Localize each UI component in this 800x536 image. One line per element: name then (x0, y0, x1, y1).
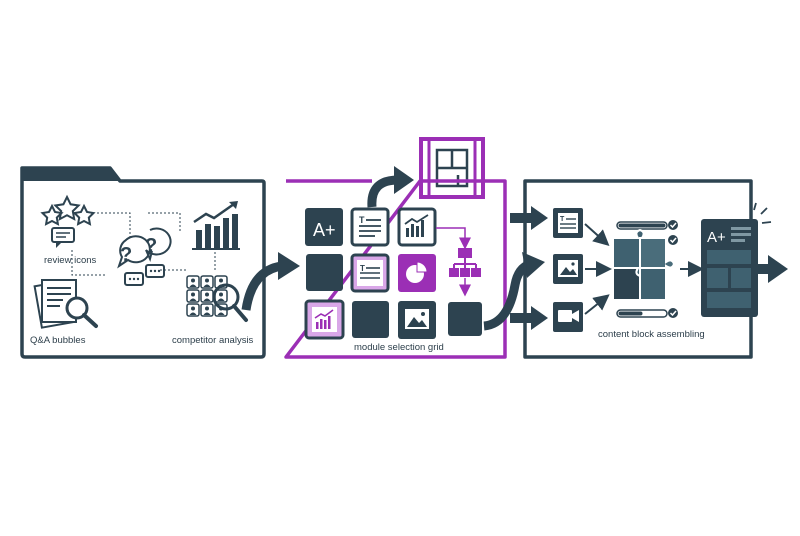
text-module-tile-selected[interactable]: T (350, 253, 390, 293)
document-icon: T (558, 213, 578, 233)
avatar-head (219, 278, 223, 283)
bar-chart-icon (192, 201, 240, 250)
arrow-icon (367, 166, 414, 208)
text-module-tile[interactable]: T (350, 207, 390, 247)
magnifier-icon (212, 283, 248, 322)
svg-text:?: ? (120, 244, 132, 266)
arrow-icon (756, 255, 788, 283)
question-bubble-icon: ? (117, 235, 151, 269)
research-folder-panel: review icons ? ? (20, 166, 266, 359)
speech-bubble-icon (145, 264, 165, 278)
avatar-head (191, 306, 195, 311)
progress-bar-icon (616, 221, 668, 230)
aplus-tile[interactable]: A+ (305, 208, 343, 246)
image-block (553, 254, 583, 284)
check-icon (668, 235, 678, 245)
flowchart-icon (436, 227, 481, 297)
magnifier-icon (65, 296, 98, 328)
people-grid-icon (186, 275, 228, 317)
module-selection-panel: A+ T T (284, 137, 545, 359)
progress-bar-icon (616, 309, 668, 318)
blueprint-icon (419, 137, 485, 199)
image-module-tile[interactable] (398, 301, 436, 339)
check-icon (668, 308, 678, 318)
video-icon (558, 310, 579, 322)
aplus-text: A+ (313, 220, 336, 240)
avatar-head (205, 306, 209, 311)
arrow-icon (241, 252, 300, 311)
star-icon (72, 203, 96, 226)
svg-text:T: T (560, 216, 565, 223)
avatar-body (189, 298, 197, 301)
svg-text:T: T (360, 264, 365, 273)
avatar-body (203, 284, 211, 287)
puzzle-icon (612, 228, 676, 301)
review-icons-label: review icons (44, 255, 97, 266)
document-icon: T (359, 215, 381, 237)
pie-chart-icon (406, 261, 428, 283)
chart-module-tile[interactable] (397, 207, 437, 247)
arrow-icon (510, 206, 548, 230)
speech-bubble-icon (51, 227, 75, 248)
avatar-head (191, 292, 195, 297)
speech-bubble-icon (124, 272, 144, 286)
result-page: A+ (701, 202, 772, 317)
avatar-body (217, 312, 225, 315)
svg-text:T: T (359, 215, 365, 225)
avatar-body (203, 298, 211, 301)
avatar-head (205, 278, 209, 283)
avatar-body (189, 284, 197, 287)
avatar-head (219, 292, 223, 297)
check-icon (668, 220, 678, 230)
empty-module-tile[interactable] (306, 254, 343, 291)
empty-module-tile[interactable] (352, 301, 389, 338)
arrow-icon (510, 306, 548, 330)
avatar-body (189, 312, 197, 315)
assembly-panel: T (510, 179, 788, 359)
image-icon (405, 309, 429, 329)
qa-bubbles-label: Q&A bubbles (30, 335, 86, 346)
video-block (553, 302, 583, 332)
bar-chart-icon (404, 214, 429, 237)
chart-module-tile-selected[interactable] (304, 299, 345, 340)
folder-icon (20, 166, 266, 359)
text-block: T (553, 208, 583, 238)
avatar-head (205, 292, 209, 297)
competitor-analysis-label: competitor analysis (172, 335, 254, 346)
svg-text:?: ? (145, 235, 157, 257)
assembly-label: content block assembling (598, 329, 705, 340)
question-bubbles: ? ? (117, 227, 172, 286)
document-stack: Q&A bubbles (30, 279, 98, 346)
question-bubble-icon: ? (145, 227, 172, 263)
avatar-head (191, 278, 195, 283)
result-aplus: A+ (707, 229, 726, 246)
star-icon (40, 203, 64, 226)
module-grid-label: module selection grid (354, 342, 444, 353)
empty-module-tile[interactable] (448, 302, 482, 336)
sparkle-icon (753, 202, 772, 224)
image-icon (558, 260, 578, 277)
review-icons: review icons (40, 194, 97, 266)
pie-module-tile[interactable] (398, 254, 436, 292)
avatar-body (217, 298, 225, 301)
star-icon (53, 194, 81, 221)
avatar-body (203, 312, 211, 315)
